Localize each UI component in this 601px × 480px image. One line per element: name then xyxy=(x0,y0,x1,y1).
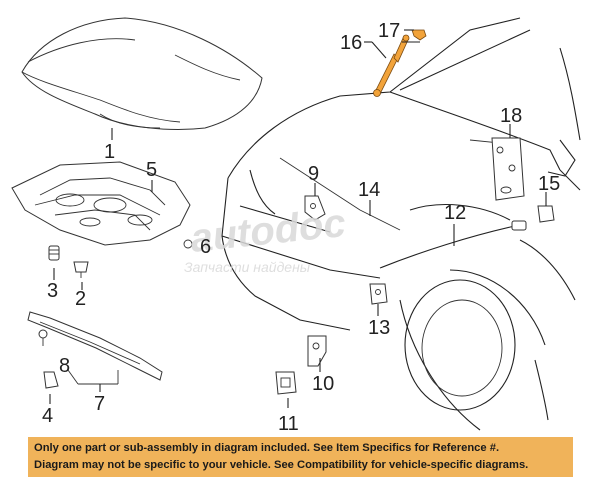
bracket-part-4 xyxy=(43,371,59,389)
hood-lift-support-part xyxy=(373,34,410,97)
callout-12: 12 xyxy=(444,202,466,224)
callout-6: 6 xyxy=(200,236,211,258)
callout-4: 4 xyxy=(42,405,53,427)
hood-hinge-part xyxy=(304,195,326,221)
disclaimer-line-2: Diagram may not be specific to your vehi… xyxy=(34,459,529,471)
watermark-subtitle: Запчасти найдены xyxy=(184,259,311,275)
vehicle-body-outline xyxy=(221,17,581,431)
callout-10: 10 xyxy=(312,373,334,395)
disclaimer-line-1: Only one part or sub-assembly in diagram… xyxy=(34,442,500,454)
clip-part-17 xyxy=(411,29,427,41)
disclaimer-banner: Only one part or sub-assembly in diagram… xyxy=(28,437,573,477)
callout-3: 3 xyxy=(47,280,58,302)
callout-18: 18 xyxy=(500,105,522,127)
hood-latch-part-10 xyxy=(307,335,327,367)
callout-13: 13 xyxy=(368,317,390,339)
release-cable-part xyxy=(379,220,527,269)
callout-2: 2 xyxy=(75,288,86,310)
release-handle-part xyxy=(537,205,555,223)
hood-latch-part-11 xyxy=(275,371,297,395)
hood-lock-part xyxy=(369,283,388,305)
clip-part-2 xyxy=(73,261,89,278)
callout-9: 9 xyxy=(308,163,319,185)
callout-14: 14 xyxy=(358,179,380,201)
clip-part-8a xyxy=(38,329,48,346)
callout-15: 15 xyxy=(538,173,560,195)
bracket-part-18 xyxy=(491,137,525,201)
hood-seal-part xyxy=(27,311,163,381)
callout-11: 11 xyxy=(278,413,299,435)
callout-7: 7 xyxy=(94,393,105,415)
hood-insulator-part xyxy=(11,161,191,246)
callout-1: 1 xyxy=(104,141,115,163)
callout-8: 8 xyxy=(59,355,70,377)
callout-5: 5 xyxy=(146,159,157,181)
callout-17: 17 xyxy=(378,20,400,42)
callout-16: 16 xyxy=(340,32,362,54)
clip-part-3 xyxy=(48,245,60,261)
hood-part xyxy=(21,17,263,130)
watermark-logo-text: autodoc xyxy=(188,201,347,261)
